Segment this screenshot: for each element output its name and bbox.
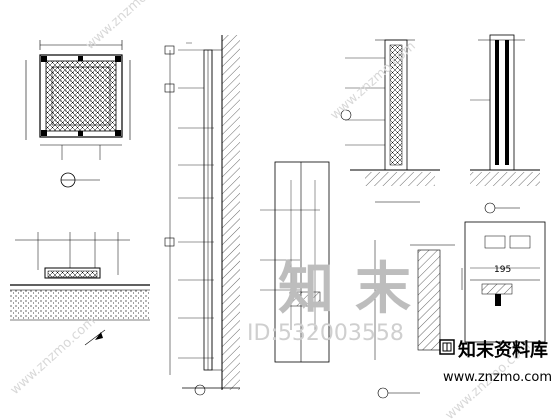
watermark-diagonal-text-1: www.znzmo.com (8, 314, 99, 398)
dimension-label-195: 195 (494, 265, 511, 275)
watermark-brand-text: 知末资料库 (458, 339, 548, 361)
frame-section-detail-1 (340, 39, 440, 203)
watermark-logo-char-2: 末 (355, 257, 411, 322)
frame-section-detail-2 (470, 34, 540, 214)
wall-section-detail (164, 35, 240, 396)
column-plan-detail (25, 40, 131, 188)
floor-section-detail (10, 232, 150, 346)
watermark-diagonal-text-3: www.znzmo.com (328, 39, 419, 123)
door-elevation-detail (260, 161, 330, 363)
profile-section-detail (461, 221, 546, 343)
threshold-section-detail (374, 240, 455, 399)
watermark-url-text: www.znzmo.com (443, 370, 552, 385)
watermark-logo-char-1: 知 (278, 257, 334, 322)
watermark-diagonal-text-2: www.znzmo.com (83, 0, 174, 53)
watermark-id-text: ID:532003558 (247, 321, 404, 346)
